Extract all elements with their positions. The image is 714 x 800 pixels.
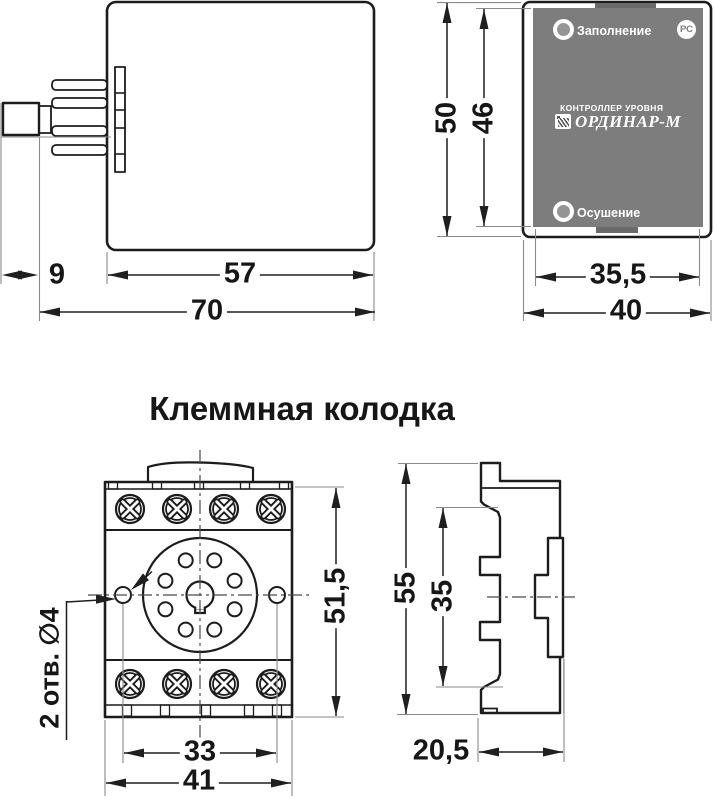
dim-label-body-width: 57 (219, 259, 261, 289)
dim-label-side-height: 55 (390, 567, 422, 609)
dim-20-5 (479, 747, 563, 757)
dim-label-hole-spacing: 33 (179, 737, 221, 767)
brand-name: ОРДИНАР-М (575, 112, 682, 131)
relay-body-outline (105, 0, 376, 252)
panel-mount-tab-bottom (596, 227, 638, 233)
relay-side-slot (114, 66, 126, 173)
brand-subtitle: КОНТРОЛЛЕР УРОВНЯ (560, 103, 664, 113)
socket-pin-holes (157, 552, 243, 638)
led-fill-label: Заполнение (577, 24, 652, 38)
relay-side-view (0, 0, 376, 321)
terminal-side-view (397, 461, 575, 762)
panel-mount-tab-top (595, 3, 656, 9)
led-drain-label: Осушение (577, 206, 641, 220)
section-title: Клеммная колодка (149, 390, 455, 427)
relay-plug (1, 101, 41, 137)
terminal-front-view (65, 450, 344, 796)
dim-label-plug-width: 9 (44, 260, 70, 290)
holes-note: 2 отв. ∅4 (34, 607, 65, 729)
front-panel: Заполнение РС КОНТРОЛЛЕР УРОВНЯ ОРДИНАР-… (533, 8, 703, 227)
brand-logo-icon (555, 114, 571, 129)
dim-label-panel-width: 35,5 (585, 260, 651, 290)
relay-pins (51, 79, 108, 156)
dim-label-side-inner-height: 35 (427, 575, 459, 617)
dim-label-outer-width: 40 (605, 296, 647, 326)
dim-label-terminal-width: 41 (178, 766, 220, 796)
rst-certification-icon: РС (677, 20, 696, 39)
pin-bracket (38, 105, 52, 134)
dim-label-terminal-height: 51,5 (320, 563, 352, 629)
dim-label-outer-height: 50 (431, 97, 463, 139)
led-fill-indicator (552, 18, 574, 40)
holes-note-leader (65, 570, 153, 740)
brand-row: ОРДИНАР-М (555, 113, 681, 130)
dim-label-total-width: 70 (186, 296, 228, 326)
dim-9 (2, 270, 38, 280)
led-drain-indicator (552, 200, 574, 222)
dim-label-side-depth: 20,5 (408, 736, 474, 766)
dim-label-panel-height: 46 (468, 97, 500, 139)
